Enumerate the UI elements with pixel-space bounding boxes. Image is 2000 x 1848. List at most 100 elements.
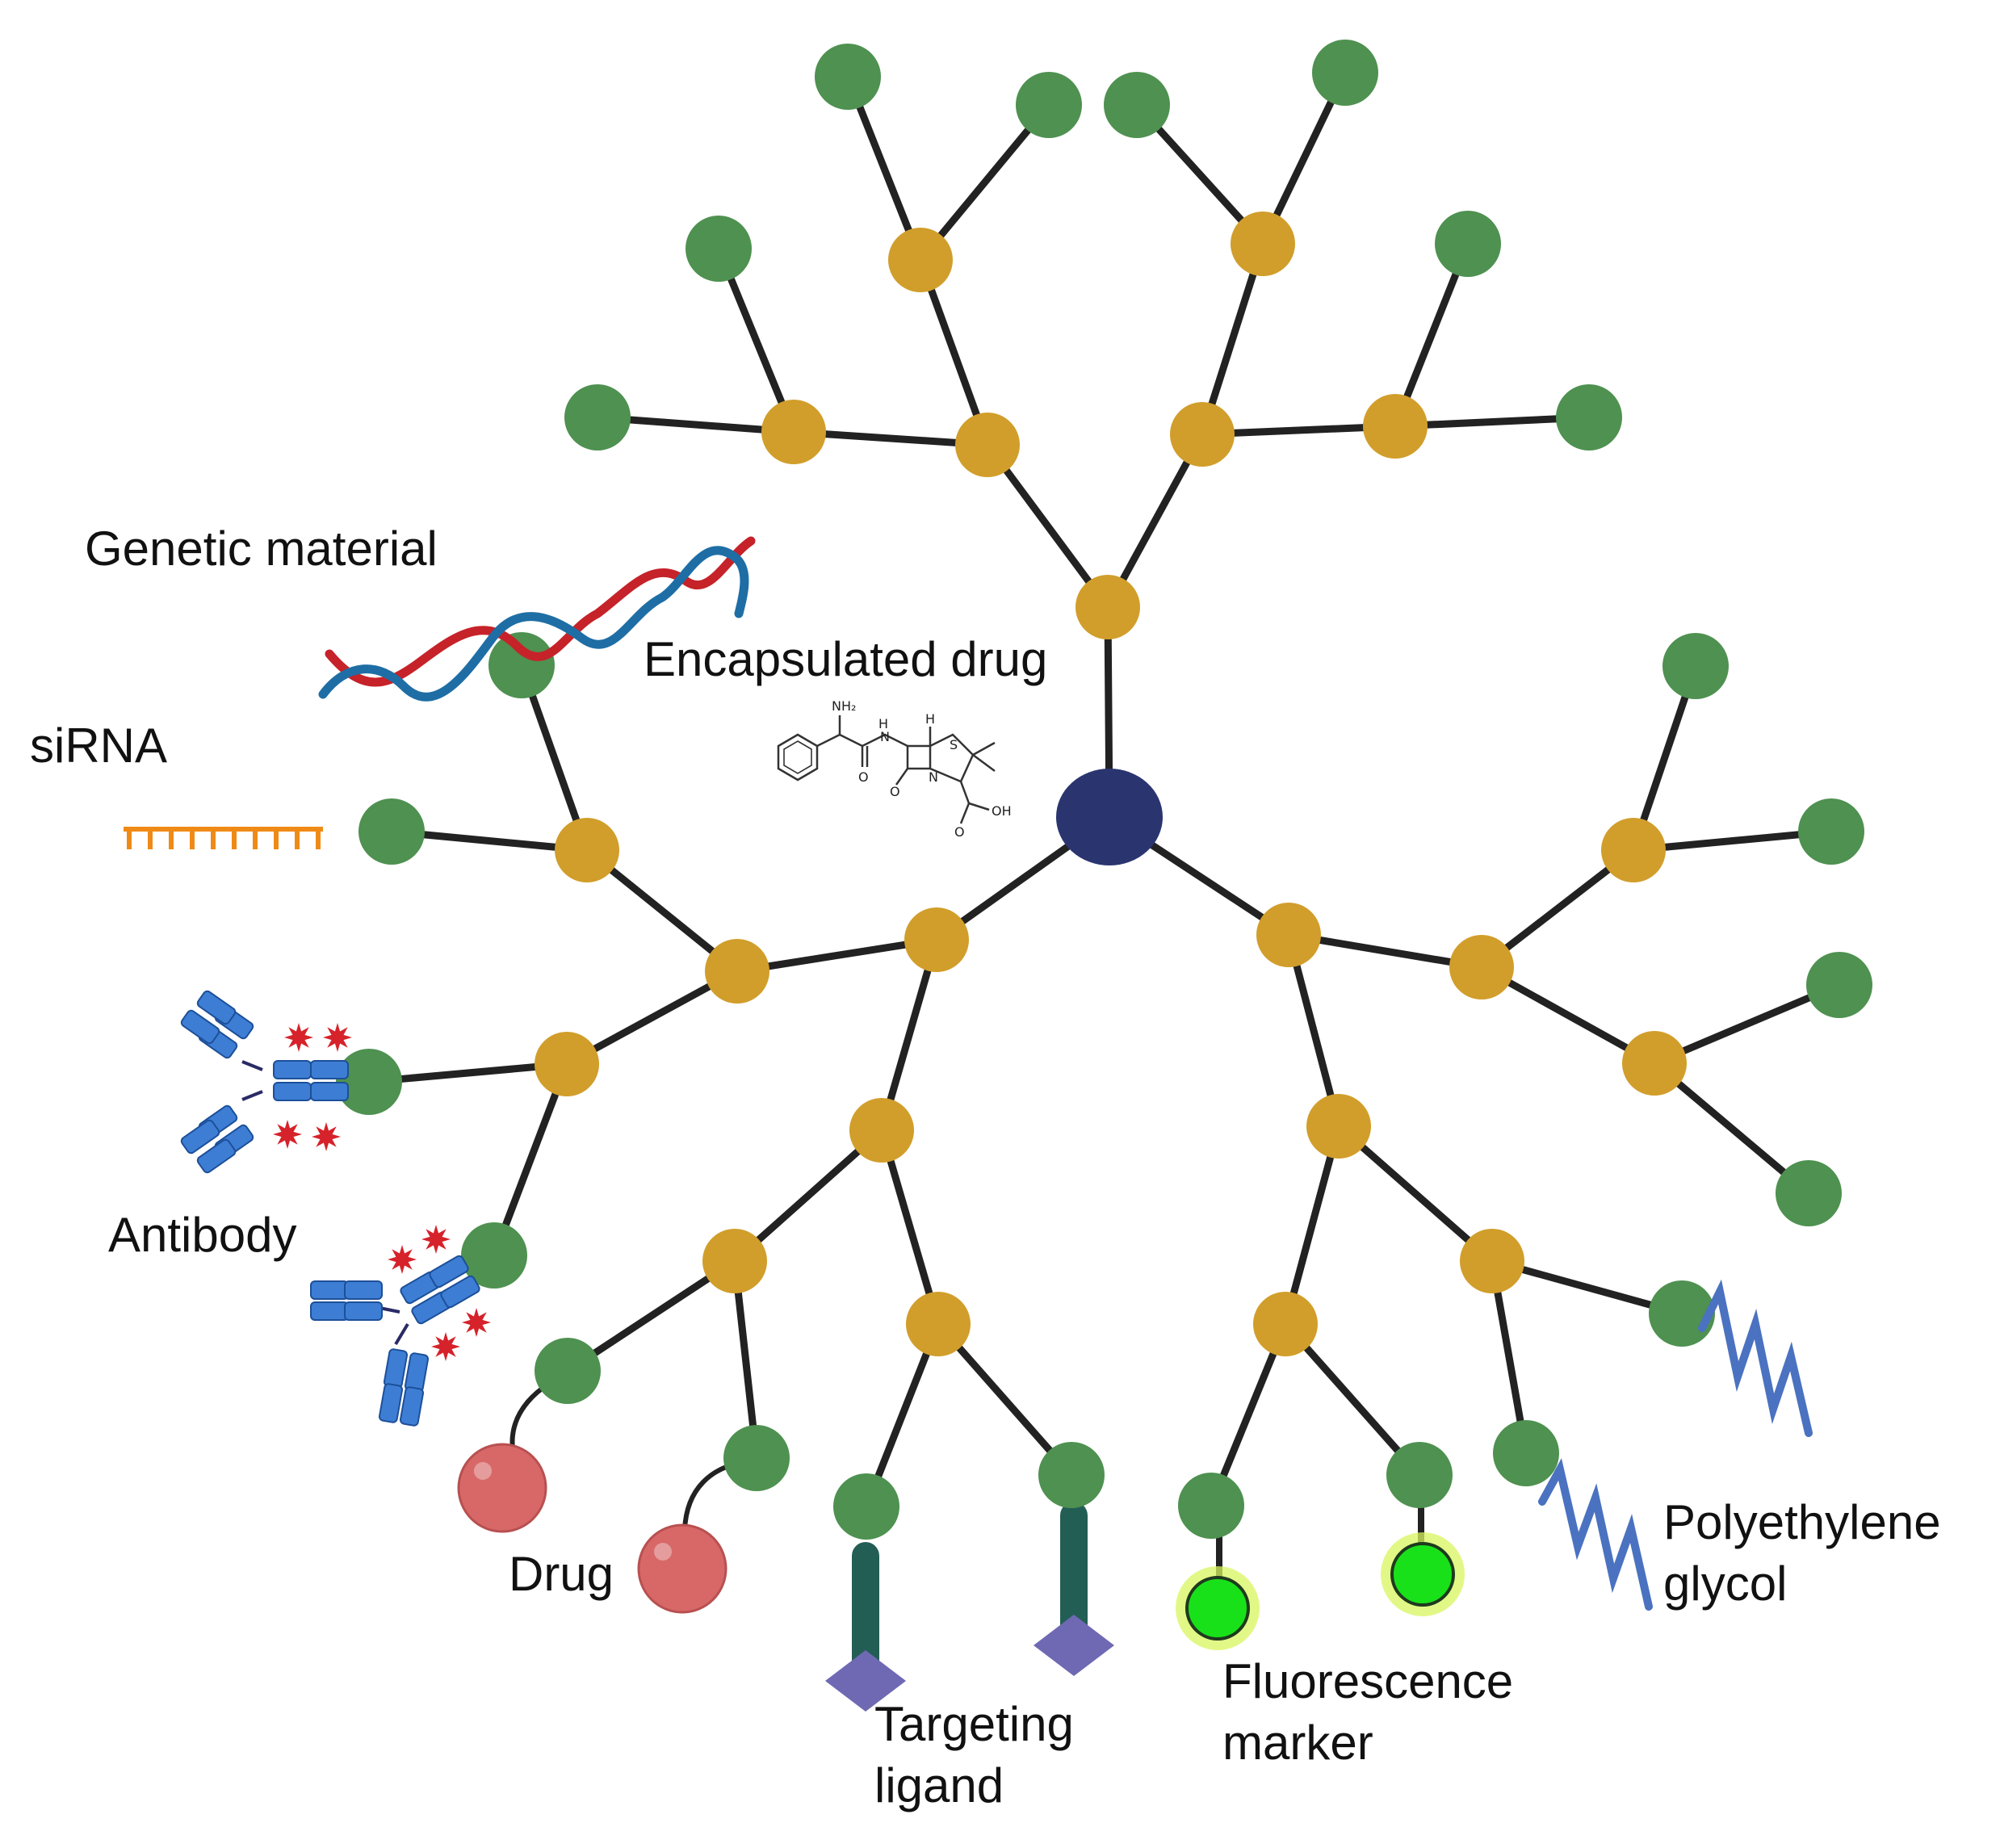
atom-o-ring: O [890,784,900,799]
antibody-domain [378,1383,404,1423]
molecule-chain [816,733,908,748]
drug-payload-star-icon [323,1023,352,1052]
bond-line [916,256,992,449]
dna-strand-red [325,536,756,687]
molecule-bond [972,753,996,773]
branch-node [888,228,953,292]
drug-highlight [474,1462,492,1480]
bond-line [983,441,1112,611]
ligand-stem [1060,1502,1088,1647]
terminal-node [1776,1160,1842,1226]
antibody-icon [180,990,352,1174]
branch-node [906,1292,971,1356]
atom-oh: OH [992,803,1012,819]
terminal-node [1556,384,1622,450]
label-targeting-ligand-line1: Targeting [874,1697,1074,1751]
bond-line [1285,931,1343,1130]
bond-line [934,1320,1075,1479]
bond-line [1335,1122,1496,1265]
branch-node [1256,903,1321,967]
ligand-head-icon [825,1650,906,1712]
fluorescent-dot-icon [1185,1576,1250,1641]
terminal-node [461,1222,527,1289]
branch-node [705,939,769,1004]
terminal-node [488,632,555,698]
peg-chains [1538,1279,1813,1611]
bond-line [563,967,741,1068]
dna-helix-icon [318,536,756,702]
peg-chain-icon [1538,1458,1653,1611]
bond-line [878,936,941,1134]
drug-payload-star-icon [431,1332,460,1361]
label-sirna: siRNA [30,719,167,773]
branch-node [1306,1094,1371,1159]
bond-line [731,1126,886,1265]
drug-payload-star-icon [462,1308,491,1337]
atom-o-amide: O [858,769,869,785]
terminal-node [1662,633,1729,699]
branch-node [955,413,1020,477]
terminal-node [1798,798,1864,865]
antibody-domain [310,1301,349,1321]
terminal-node [833,1473,899,1540]
terminal-node [564,384,631,450]
label-fluorescence-line2: marker [1222,1716,1373,1770]
terminal-node [723,1425,790,1491]
bond-line [1104,430,1206,611]
bond-line [790,428,992,449]
antibody-domain [273,1060,312,1079]
bond-line [1650,1059,1813,1197]
bond-line [1629,828,1835,854]
drug-payload-star-icon [284,1023,313,1052]
label-fluorescence-line1: Fluorescence [1222,1654,1513,1708]
drug-payload-star-icon [388,1245,417,1274]
atom-nh2: NH₂ [832,698,856,714]
terminal-node [1312,40,1378,106]
branch-node [1253,1292,1318,1356]
terminal-node [1493,1420,1559,1486]
diagram-labels: Genetic material Encapsulated drug siRNA… [30,522,1941,1812]
terminal-node [1016,72,1082,138]
antibody-domain [344,1280,383,1300]
antibody-domain [310,1060,349,1079]
drug-sphere-icon [457,1443,547,1533]
terminal-node [535,1338,601,1404]
antibody-domain [273,1082,312,1101]
atom-h-amide: H [878,716,888,731]
drug-sphere-icon [637,1523,727,1614]
peg-chain-icon [1698,1279,1813,1437]
branch-node [1231,212,1295,276]
drug-payload-star-icon [273,1120,302,1149]
atom-n-ring: N [929,769,938,785]
bond-line [490,1060,571,1259]
bond-line [878,1126,942,1328]
drug-highlight [654,1543,672,1561]
terminal-node [1649,1280,1715,1347]
branch-node [535,1032,599,1096]
fluorescent-dot-icon [1390,1542,1455,1607]
molecule-bond [968,802,990,811]
dendrimer-nodes [336,40,1872,1540]
antibody-domain [404,1352,430,1393]
branch-node [1622,1031,1687,1096]
label-genetic-material: Genetic material [85,522,438,576]
label-targeting-ligand-line2: ligand [874,1758,1004,1812]
molecule-bond [895,768,909,786]
antibody-domain [383,1348,409,1389]
antibody-hinge [241,1060,263,1101]
ligand-stem [852,1542,879,1687]
label-peg-line2: glycol [1663,1557,1787,1611]
bond-line [1281,1320,1423,1479]
molecule-bond [972,741,996,756]
terminal-node [1386,1442,1453,1508]
branch-node [849,1098,914,1163]
molecule-bond [959,802,971,824]
branch-node [1075,575,1140,639]
branch-node [555,818,619,882]
terminal-node [1435,211,1501,277]
antibody-icon [310,1225,491,1427]
terminal-node [1178,1473,1244,1539]
antibody-domain [310,1082,349,1101]
label-peg-line1: Polyethylene [1663,1495,1941,1549]
bond-line [1650,981,1843,1067]
